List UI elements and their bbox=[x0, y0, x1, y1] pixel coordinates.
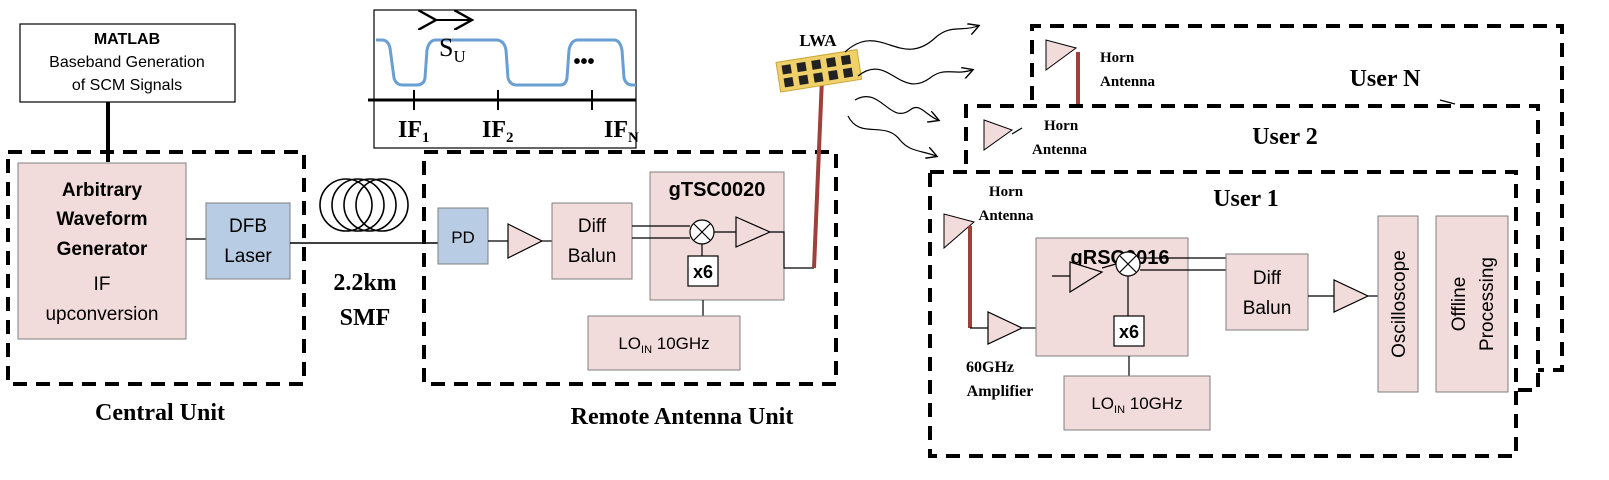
matlab-line-1: Baseband Generation bbox=[49, 54, 205, 71]
spectrum-waveform bbox=[376, 38, 636, 87]
user-1-baseband-amp-icon bbox=[1333, 279, 1370, 313]
user-1-label: User 1 bbox=[1213, 186, 1279, 212]
oscilloscope-block bbox=[1377, 215, 1419, 393]
rau-balun-line-1: Diff bbox=[578, 216, 607, 237]
lna-60ghz-icon bbox=[987, 311, 1024, 345]
rau-amplifier bbox=[507, 223, 544, 259]
dfb-laser-block: DFB Laser bbox=[205, 202, 291, 280]
lwa-feed bbox=[812, 77, 824, 269]
rau-multiplier-label: x6 bbox=[693, 262, 713, 282]
offline-line-2: Processing bbox=[1477, 257, 1498, 351]
remote-unit-label: Remote Antenna Unit bbox=[571, 404, 794, 430]
matlab-line-2: of SCM Signals bbox=[72, 77, 182, 94]
spacing-label: SU bbox=[439, 33, 466, 66]
user-n-horn-line-1: Horn bbox=[1100, 50, 1135, 66]
awg-block: Arbitrary Waveform Generator IF upconver… bbox=[17, 162, 187, 340]
rau-to-lwa-link bbox=[770, 231, 814, 269]
central-unit-label: Central Unit bbox=[95, 400, 225, 426]
lna-line-2: Amplifier bbox=[967, 383, 1034, 400]
if-spectrum-inset: SU ••• IF1 IF2 IFN bbox=[368, 9, 639, 149]
matlab-block: MATLAB Baseband Generation of SCM Signal… bbox=[19, 23, 236, 103]
spectrum-ellipsis: ••• bbox=[573, 51, 594, 73]
lwa-antenna: LWA bbox=[775, 31, 863, 93]
fiber-length: 2.2km bbox=[333, 270, 396, 296]
dfb-line-1: DFB bbox=[229, 216, 267, 237]
user-2-horn-icon bbox=[983, 119, 1014, 151]
user-1-multiplier-label: x6 bbox=[1119, 322, 1139, 342]
user-2-horn-line-2: Antenna bbox=[1032, 142, 1088, 158]
user-1-panel: User 1 Horn Antenna 60GHz Amplifier gRSC… bbox=[928, 170, 1518, 458]
ifn-label: IFN bbox=[604, 117, 639, 146]
user-1-horn-icon bbox=[943, 213, 976, 250]
awg-line-2: Waveform bbox=[56, 209, 147, 230]
user-1-balun-line-2: Balun bbox=[1243, 298, 1292, 319]
fiber-spool bbox=[290, 178, 438, 244]
if2-label: IF2 bbox=[482, 117, 514, 146]
rau-balun-line-2: Balun bbox=[568, 246, 617, 267]
dfb-line-2: Laser bbox=[224, 246, 272, 267]
user-n-label: User N bbox=[1350, 66, 1422, 92]
rau-lo-block: LOIN 10GHz bbox=[587, 315, 741, 371]
offline-line-1: Offline bbox=[1449, 277, 1470, 332]
fiber-type: SMF bbox=[340, 305, 391, 331]
gtsc0020-chip: gTSC0020 x6 bbox=[632, 171, 785, 301]
rau-lo-label: LOIN 10GHz bbox=[618, 334, 709, 356]
lwa-label: LWA bbox=[799, 31, 837, 50]
if1-label: IF1 bbox=[398, 117, 430, 146]
user-1-lo-block bbox=[1063, 375, 1211, 431]
matlab-title: MATLAB bbox=[94, 31, 160, 48]
gtsc0020-label: gTSC0020 bbox=[669, 179, 766, 201]
rau-pa-icon bbox=[735, 216, 772, 248]
user-1-balun-line-1: Diff bbox=[1253, 268, 1282, 289]
user-1-diff-balun bbox=[1225, 253, 1309, 331]
lna-line-1: 60GHz bbox=[966, 359, 1014, 376]
user-2-horn-line-1: Horn bbox=[1044, 118, 1079, 134]
awg-line-3: Generator bbox=[57, 239, 148, 260]
user-n-horn-line-2: Antenna bbox=[1100, 74, 1156, 90]
pd-label: PD bbox=[451, 228, 475, 247]
offline-processing-block bbox=[1435, 215, 1509, 393]
rau-diff-balun: Diff Balun bbox=[551, 202, 633, 280]
user-1-horn-line-1: Horn bbox=[989, 184, 1024, 200]
central-unit-frame bbox=[6, 150, 306, 386]
user-2-label: User 2 bbox=[1252, 124, 1318, 150]
awg-line-1: Arbitrary bbox=[62, 180, 143, 201]
wireless-links bbox=[844, 26, 978, 156]
user-1-lo-label: LOIN 10GHz bbox=[1091, 394, 1182, 416]
pd-block: PD bbox=[437, 207, 489, 265]
user-1-chip-lna-icon bbox=[1069, 261, 1104, 294]
user-1-horn-line-2: Antenna bbox=[978, 208, 1034, 224]
awg-line-5: upconversion bbox=[45, 304, 158, 325]
awg-line-4: IF bbox=[94, 274, 111, 295]
oscilloscope-label: Oscilloscope bbox=[1389, 250, 1410, 358]
user-n-horn-icon bbox=[1045, 39, 1078, 71]
